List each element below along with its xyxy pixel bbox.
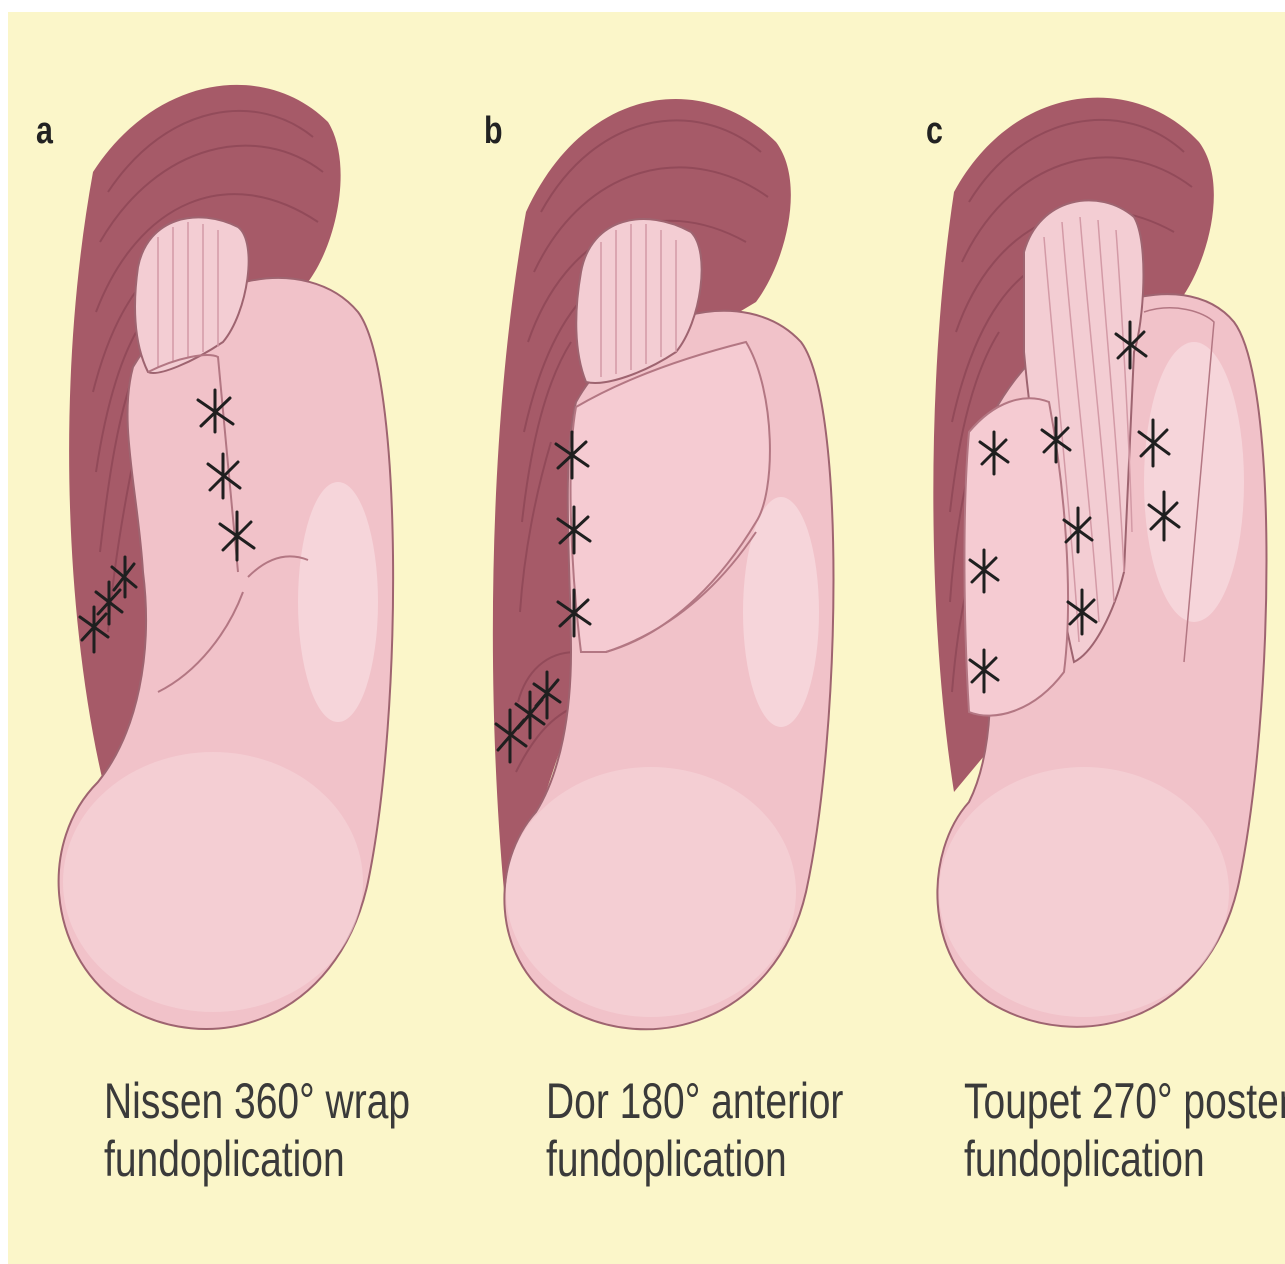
caption-line: fundoplication: [104, 1130, 410, 1188]
panel-caption: Nissen 360° wrap fundoplication: [104, 1072, 410, 1188]
caption-line: fundoplication: [546, 1130, 843, 1188]
caption-line: Dor 180° anterior: [546, 1072, 843, 1130]
panel-toupet: c Toupet 270° posterior fundoplication: [884, 12, 1285, 1264]
caption-line: Nissen 360° wrap: [104, 1072, 410, 1130]
dor-illustration: [446, 12, 872, 1072]
panel-caption: Toupet 270° posterior fundoplication: [964, 1072, 1285, 1188]
panel-dor: b Dor 180° anterior fundoplication: [446, 12, 872, 1264]
panel-caption: Dor 180° anterior fundoplication: [546, 1072, 843, 1188]
toupet-illustration: [884, 12, 1285, 1072]
panel-letter: b: [484, 110, 503, 153]
figure: a Nissen 360° wrap fundoplication: [8, 12, 1285, 1264]
panel-nissen: a Nissen 360° wrap fundoplication: [8, 12, 434, 1264]
caption-line: Toupet 270° posterior: [964, 1072, 1285, 1130]
nissen-illustration: [8, 12, 434, 1072]
caption-line: fundoplication: [964, 1130, 1285, 1188]
panel-letter: c: [926, 110, 943, 153]
panel-letter: a: [36, 110, 53, 153]
